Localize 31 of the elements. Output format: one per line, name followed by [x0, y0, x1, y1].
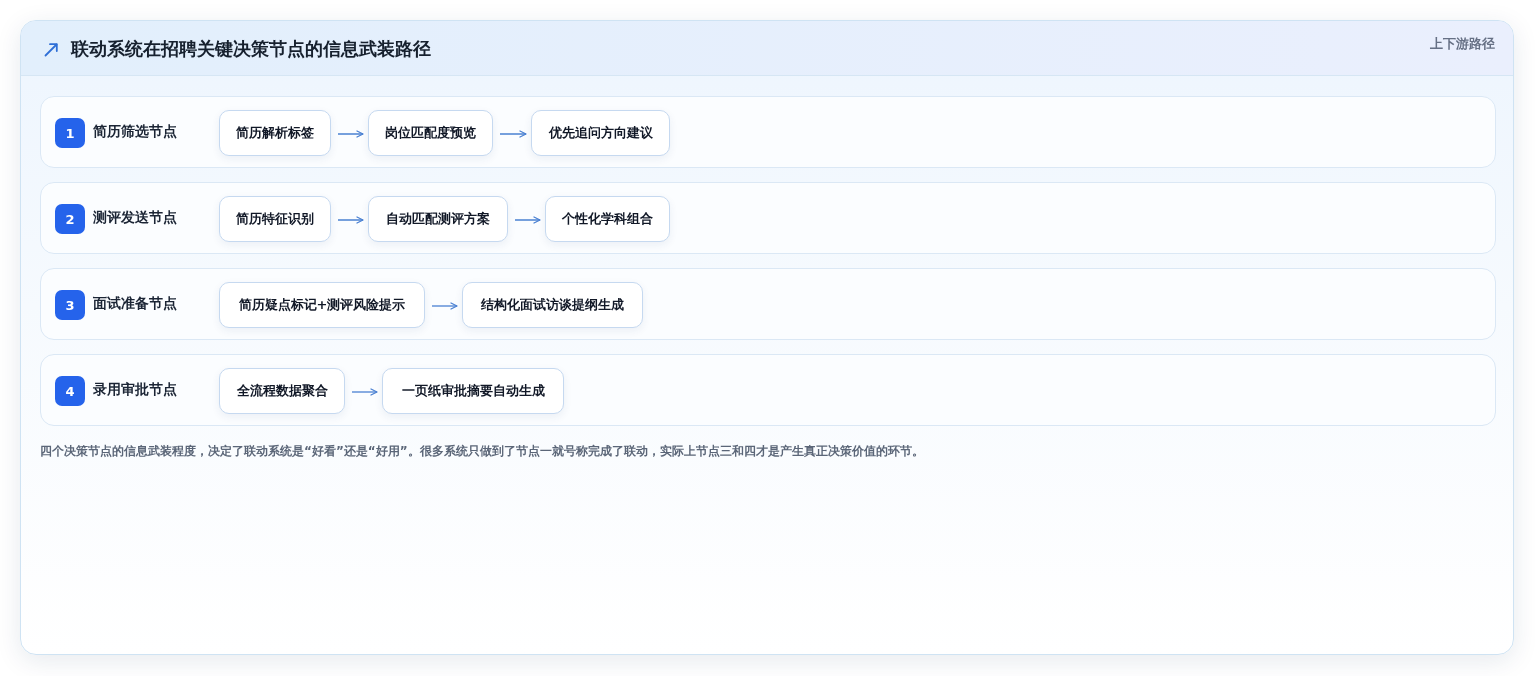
header-tag: 上下游路径	[1430, 35, 1495, 53]
row-title: 简历筛选节点	[93, 122, 177, 141]
arrow	[514, 216, 541, 224]
number-badge: 3	[55, 290, 85, 320]
arrow	[499, 130, 527, 138]
step-box: 结构化面试访谈提纲生成	[462, 282, 643, 328]
step-box: 岗位匹配度预览	[368, 110, 493, 156]
arrow	[431, 302, 458, 310]
step-box: 优先追问方向建议	[531, 110, 670, 156]
caption: 四个决策节点的信息武装程度，决定了联动系统是“好看”还是“好用”。很多系统只做到了节点一就号称完成了联动，实际上节点三和四才是产生真正决策价值的环节。	[40, 443, 924, 460]
row-title: 测评发送节点	[93, 208, 177, 227]
arrow	[337, 216, 364, 224]
number-badge: 1	[55, 118, 85, 148]
row-panel	[40, 182, 1496, 254]
step-box: 个性化学科组合	[545, 196, 670, 242]
number-badge: 4	[55, 376, 85, 406]
row-panel	[40, 268, 1496, 340]
arrow	[337, 130, 364, 138]
title: 联动系统在招聘关键决策节点的信息武装路径	[71, 37, 431, 61]
row-panel	[40, 354, 1496, 426]
number-badge: 2	[55, 204, 85, 234]
step-box: 一页纸审批摘要自动生成	[382, 368, 564, 414]
arrow	[351, 388, 378, 396]
row-title: 面试准备节点	[93, 294, 177, 313]
row-title: 录用审批节点	[93, 380, 177, 399]
step-box: 简历特征识别	[219, 196, 331, 242]
row-panel	[40, 96, 1496, 168]
step-box: 自动匹配测评方案	[368, 196, 508, 242]
step-box: 简历解析标签	[219, 110, 331, 156]
step-box: 全流程数据聚合	[219, 368, 345, 414]
step-box: 简历疑点标记+测评风险提示	[219, 282, 425, 328]
